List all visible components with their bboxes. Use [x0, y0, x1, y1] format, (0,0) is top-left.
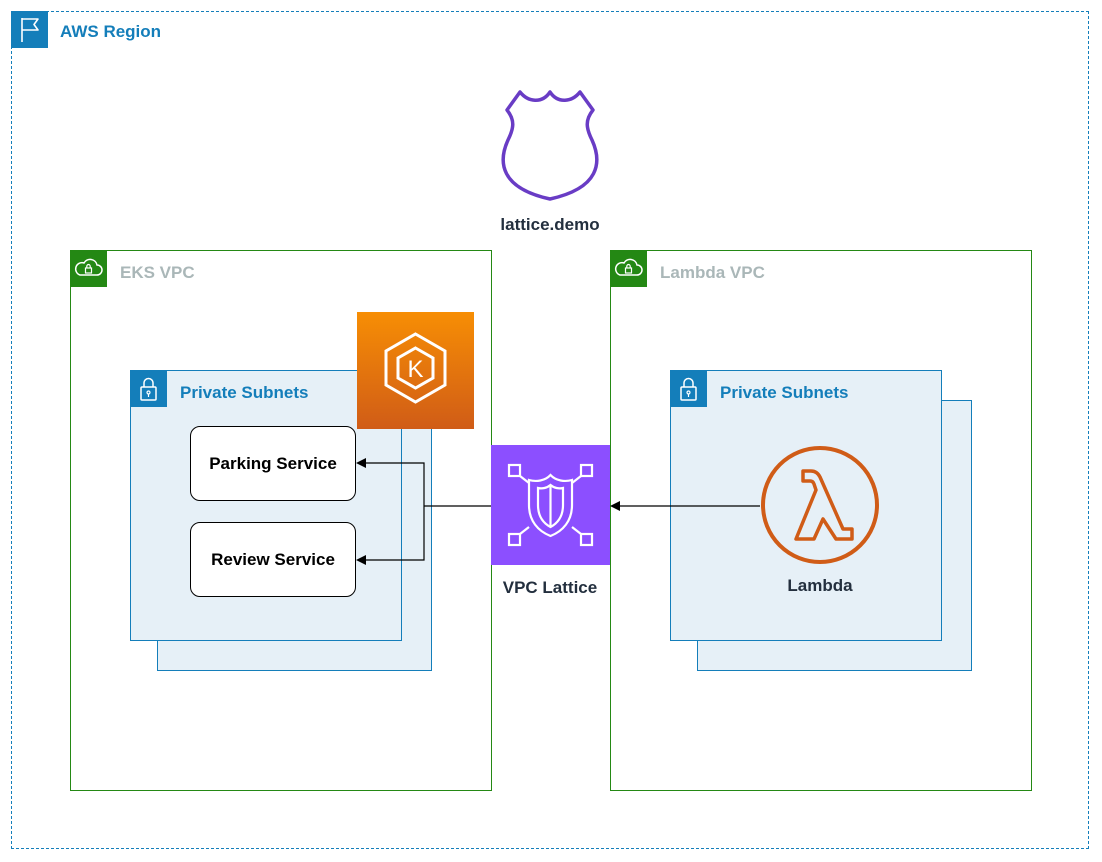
vpc-lattice-label: VPC Lattice — [502, 578, 598, 597]
padlock-icon — [670, 370, 707, 407]
review-service-box[interactable]: Review Service — [190, 522, 356, 597]
vpc-cloud-lock-icon — [70, 250, 107, 287]
padlock-icon — [130, 370, 167, 407]
eks-subnet-label: Private Subnets — [180, 383, 309, 402]
eks-kubernetes-icon: K — [357, 312, 474, 429]
lambda-subnet-label: Private Subnets — [720, 383, 849, 402]
vpc-cloud-lock-icon — [610, 250, 647, 287]
region-flag-icon — [11, 11, 48, 48]
lambda-vpc-label: Lambda VPC — [660, 263, 765, 282]
parking-service-box[interactable]: Parking Service — [190, 426, 356, 501]
domain-label: lattice.demo — [500, 215, 600, 234]
route53-shield-icon — [490, 86, 610, 204]
svg-text:K: K — [407, 356, 423, 383]
lambda-icon[interactable] — [760, 445, 880, 565]
region-label: AWS Region — [60, 22, 162, 41]
aws-region-group — [11, 11, 1089, 849]
vpc-lattice-icon[interactable] — [491, 445, 610, 565]
lambda-label: Lambda — [787, 576, 853, 595]
eks-vpc-label: EKS VPC — [120, 263, 195, 282]
